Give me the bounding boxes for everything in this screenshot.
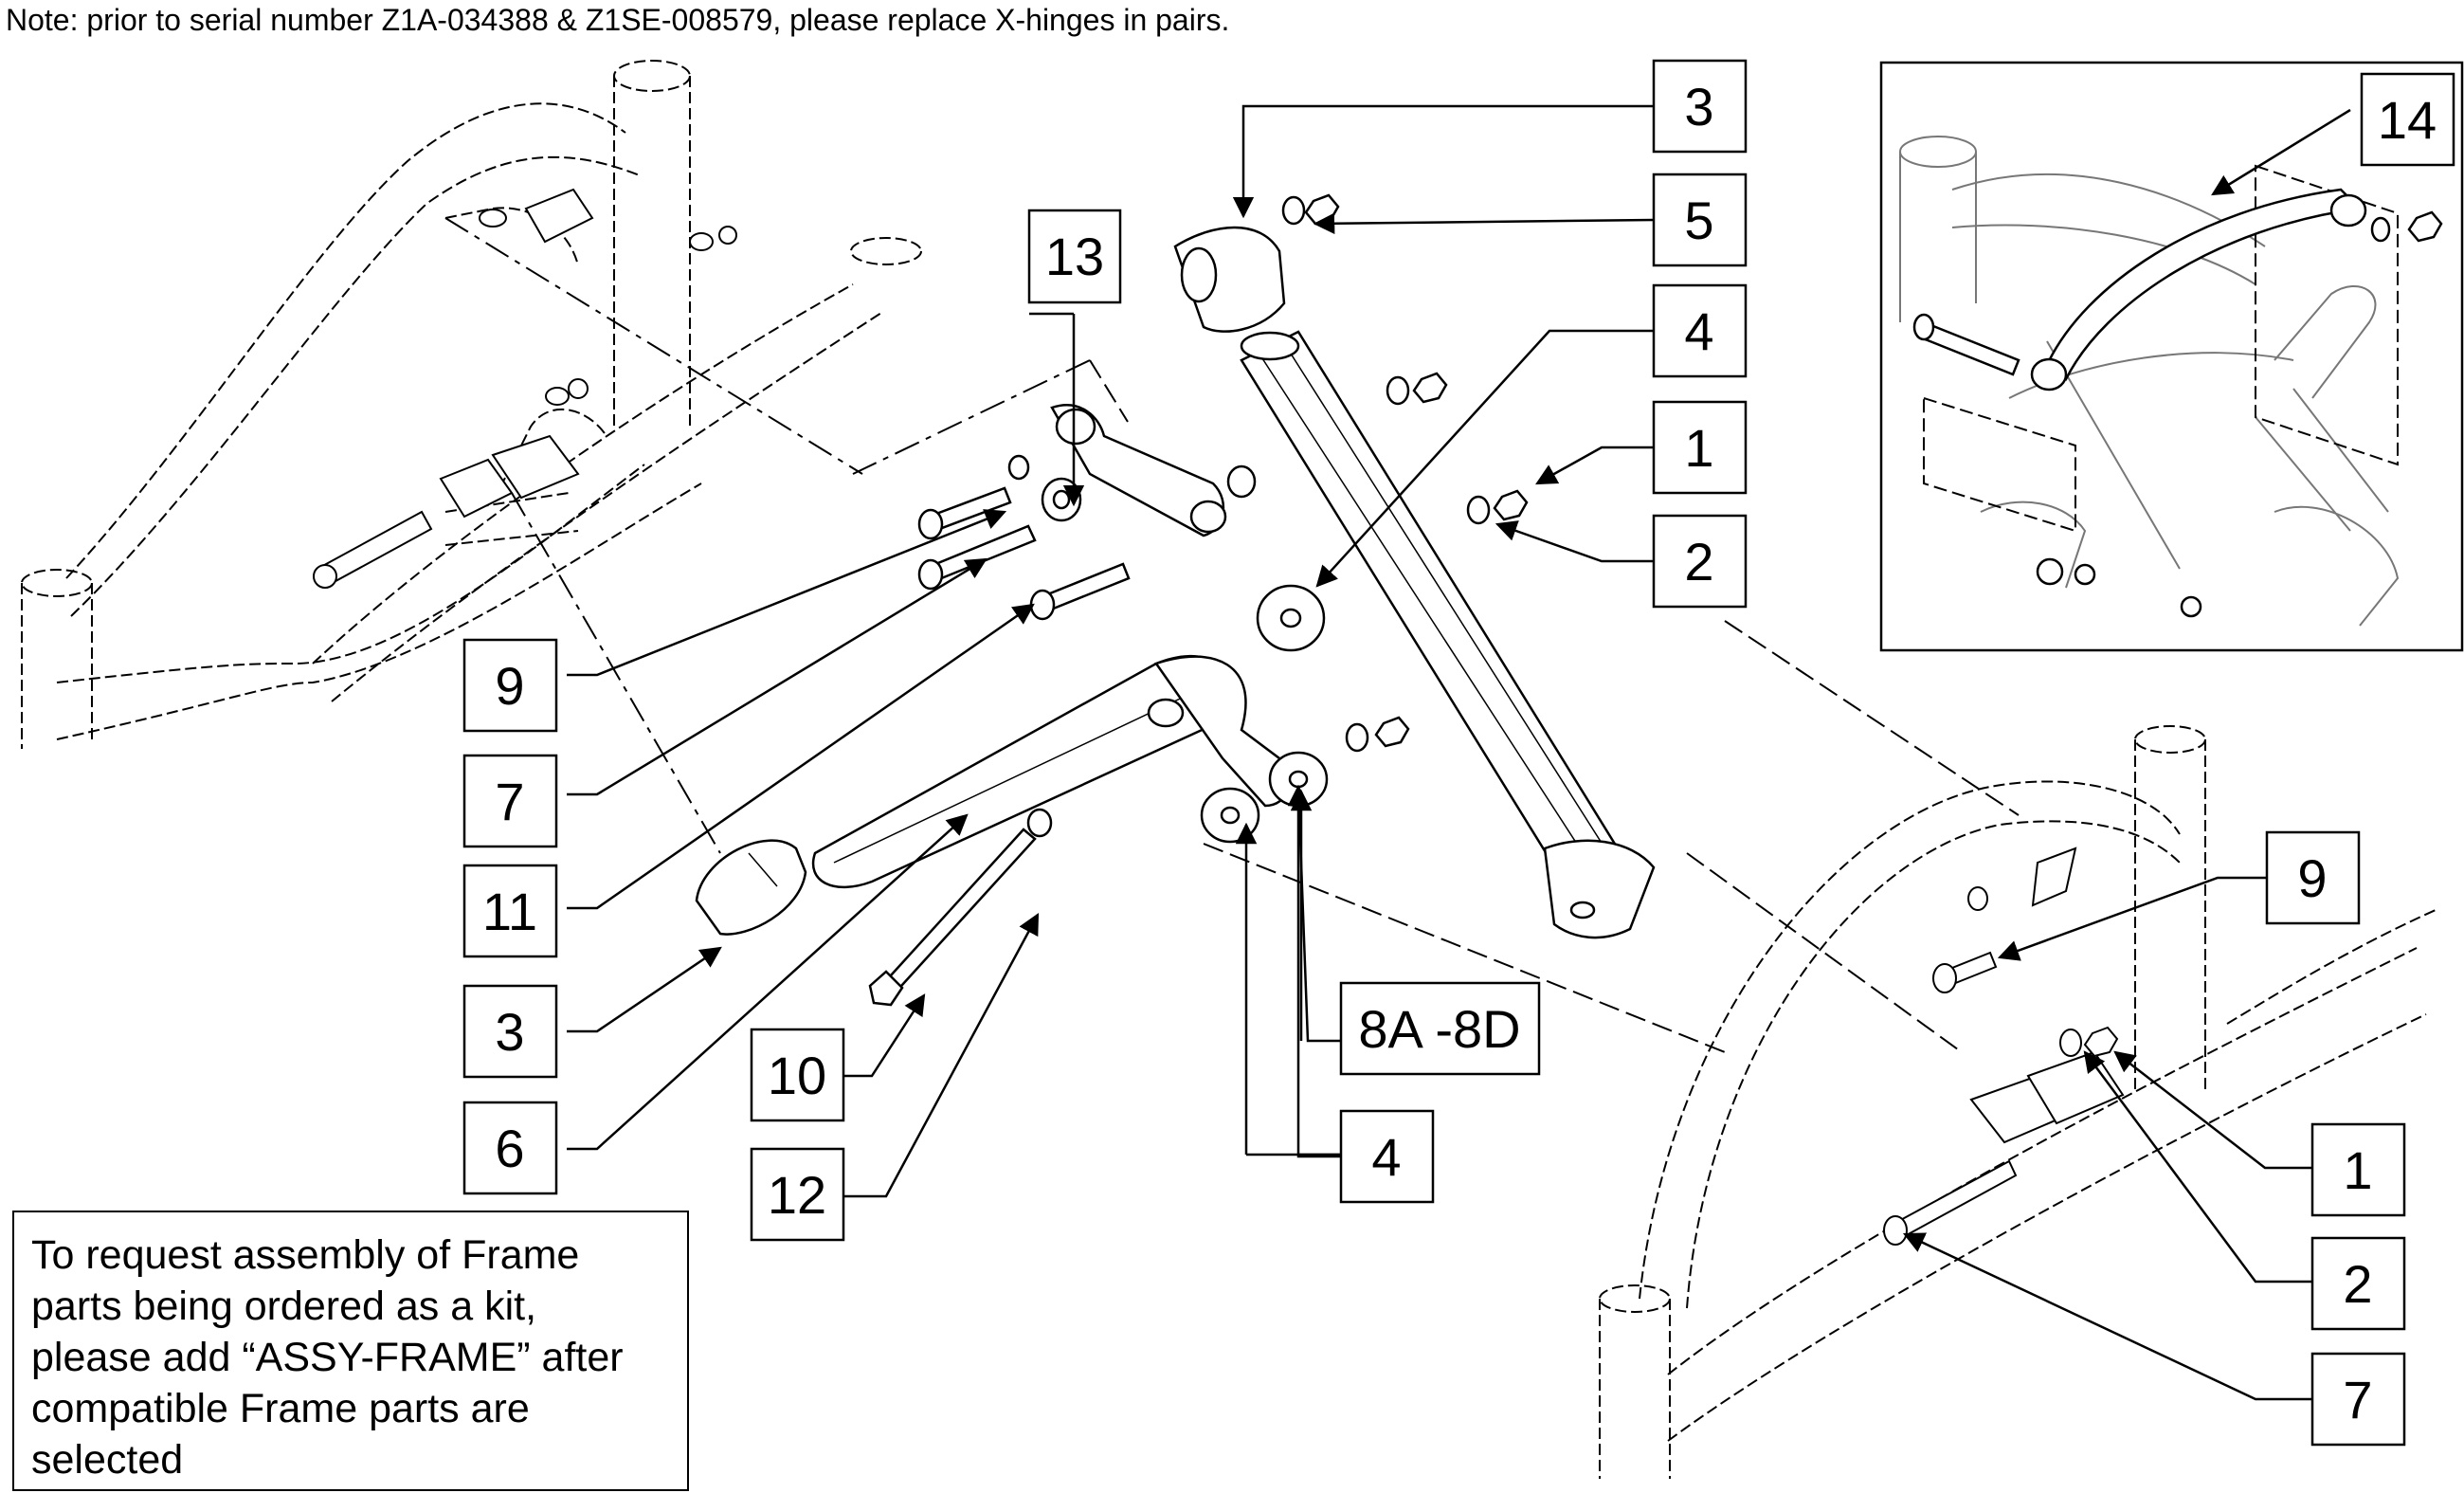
callout-9-right: 9 (2297, 848, 2327, 908)
assembly-note-line: parts being ordered as a kit, (31, 1284, 537, 1329)
callout-14: 14 (2378, 90, 2437, 150)
callout-3-top: 3 (1684, 77, 1713, 137)
right-frame-hardware (1883, 847, 2125, 1246)
assembly-note-line: selected (31, 1437, 184, 1483)
callout-7-right: 7 (2343, 1370, 2372, 1429)
callout-8a-8d: 8A -8D (1358, 999, 1520, 1059)
bolt-7 (927, 524, 1037, 583)
callout-4-bottom: 4 (1371, 1127, 1401, 1187)
left-frame-hardware (313, 188, 737, 589)
center-parts (695, 193, 1656, 1007)
assembly-note-line: To request assembly of Frame (31, 1232, 580, 1278)
callout-7-left: 7 (495, 772, 524, 831)
callout-4-top: 4 (1684, 301, 1713, 361)
callout-1-mid: 1 (1684, 418, 1713, 478)
end-cap-bottom (1543, 839, 1656, 939)
left-side-frame (21, 60, 922, 749)
callout-12: 12 (768, 1165, 826, 1225)
callout-2-right: 2 (2343, 1254, 2372, 1314)
callout-2-mid: 2 (1684, 532, 1713, 592)
callout-10: 10 (768, 1046, 826, 1105)
serial-number-note: Note: prior to serial number Z1A-034388 … (6, 3, 1230, 37)
callout-6: 6 (495, 1119, 524, 1178)
assembly-request-note: To request assembly of Frame parts being… (12, 1211, 689, 1491)
leader-lines (567, 104, 2312, 1401)
assembly-note-line: compatible Frame parts are (31, 1386, 530, 1431)
assembly-note-line: please add “ASSY-FRAME” after (31, 1335, 624, 1380)
callout-5: 5 (1684, 191, 1713, 250)
callout-3-left: 3 (495, 1002, 524, 1062)
callout-1-right: 1 (2343, 1140, 2372, 1200)
callout-13: 13 (1045, 227, 1104, 286)
end-cap-left (695, 839, 807, 936)
callout-11: 11 (482, 882, 537, 941)
callout-9-left: 9 (495, 656, 524, 716)
right-side-frame (1599, 725, 2437, 1479)
